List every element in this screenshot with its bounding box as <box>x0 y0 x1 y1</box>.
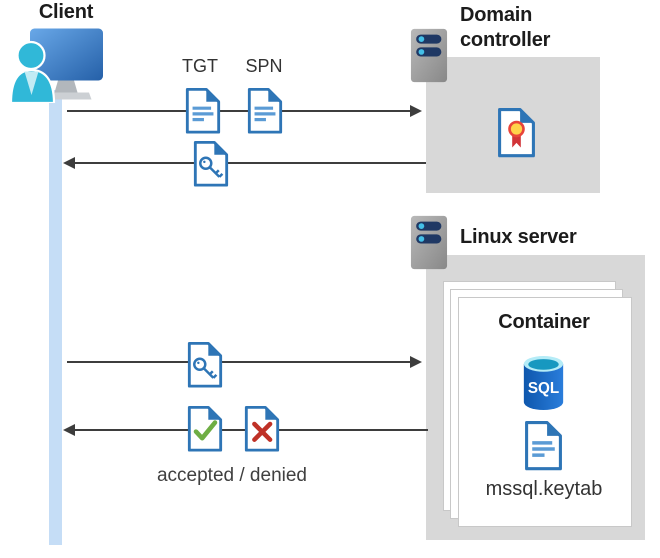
user-workstation-icon <box>10 27 112 103</box>
client-lifeline <box>49 90 62 545</box>
domain-controller-title: Domain controller <box>460 4 551 51</box>
tgt-label: TGT <box>182 56 218 76</box>
client-title: Client <box>38 1 94 23</box>
linux-server-title: Linux server <box>460 226 577 248</box>
accepted-denied-caption: accepted / denied <box>156 465 307 486</box>
spn-label: SPN <box>245 56 283 76</box>
service-ticket-key-document-icon <box>186 341 224 389</box>
container-card <box>458 297 632 527</box>
container-title: Container <box>498 311 590 333</box>
person-icon <box>16 40 46 71</box>
linux-server-icon <box>410 214 448 271</box>
certificate-document-icon <box>496 107 537 158</box>
keytab-filename: mssql.keytab <box>485 478 603 500</box>
sql-database-icon: SQL <box>521 355 566 412</box>
ticket-key-document-icon <box>192 140 230 188</box>
monitor-icon <box>30 28 103 81</box>
spn-document-text-icon <box>246 87 284 135</box>
domain-controller-server-icon <box>410 27 448 84</box>
tgt-document-text-icon <box>184 87 222 135</box>
arrow-client-to-linux <box>67 356 422 368</box>
document-check-icon <box>186 405 224 453</box>
arrow-dc-to-client <box>63 157 426 169</box>
sql-text: SQL <box>528 380 559 397</box>
document-x-icon <box>243 405 281 453</box>
keytab-document-icon <box>523 420 564 471</box>
arrow-client-to-dc <box>67 105 422 117</box>
